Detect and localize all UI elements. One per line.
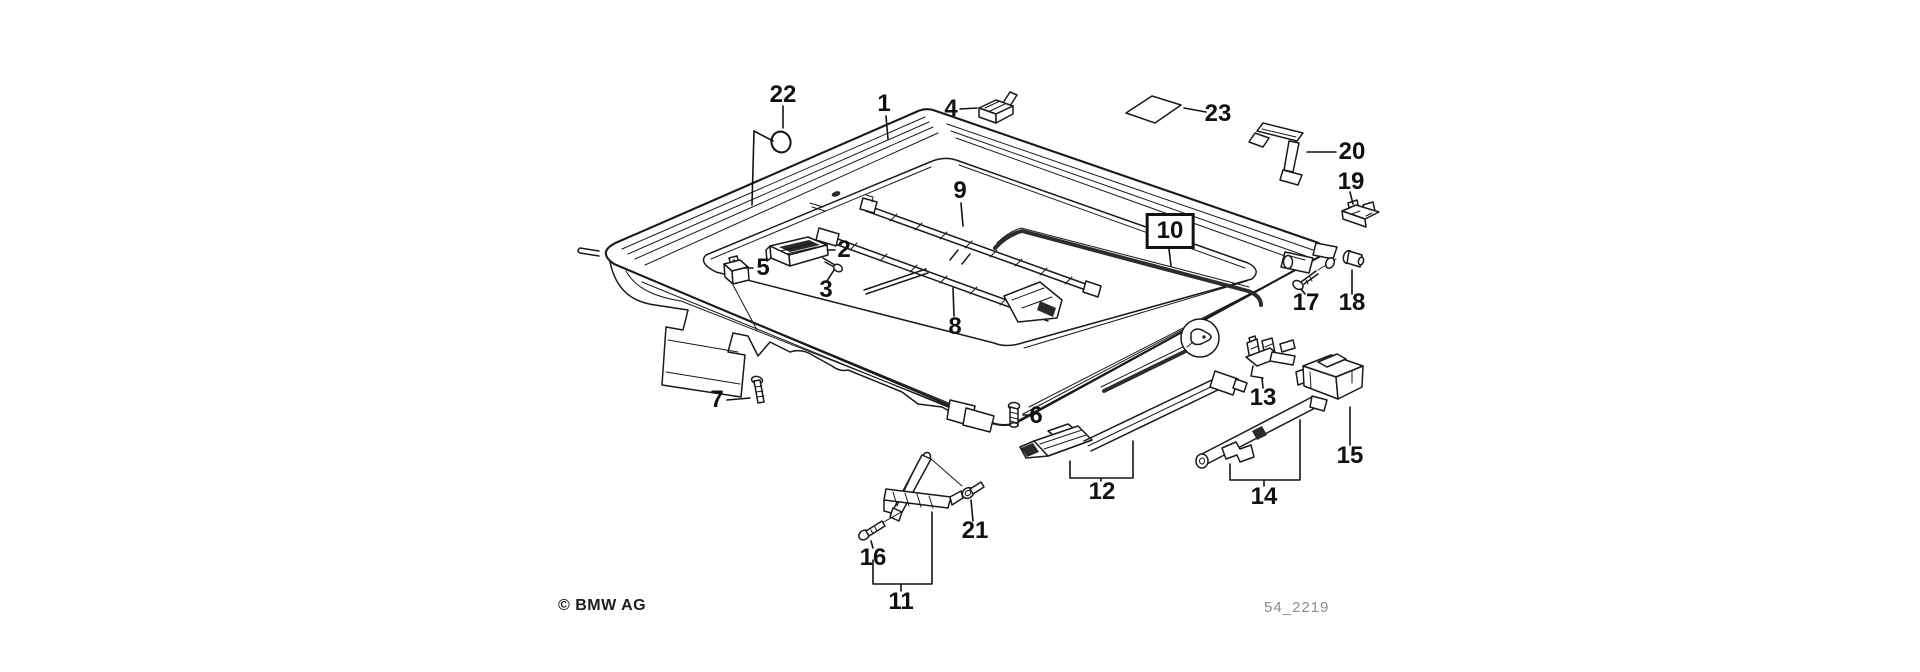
rail-8 — [815, 227, 1063, 323]
screw-16 — [858, 520, 886, 541]
screw-6 — [1007, 401, 1021, 428]
copyright-text: © BMW AG — [558, 597, 647, 614]
corner-hinge — [1280, 242, 1338, 274]
callout-19[interactable]: 19 — [1337, 168, 1365, 195]
slider-assembly-12 — [1019, 370, 1248, 459]
callout-20[interactable]: 20 — [1338, 138, 1366, 165]
clip-5 — [723, 255, 758, 331]
callout-4[interactable]: 4 — [944, 95, 958, 122]
bracket-13 — [1245, 335, 1296, 379]
clip-4 — [978, 91, 1018, 124]
rail-9 — [859, 194, 1102, 298]
screw-7 — [750, 375, 765, 404]
clip-19 — [1341, 199, 1380, 228]
cap-22 — [770, 130, 792, 154]
screw-21 — [961, 481, 985, 500]
screw-17 — [1292, 256, 1337, 291]
callout-15[interactable]: 15 — [1336, 442, 1364, 469]
callout-1[interactable]: 1 — [877, 90, 891, 117]
housing-15 — [1295, 353, 1364, 400]
callout-14[interactable]: 14 — [1250, 483, 1278, 510]
pad-23 — [1125, 95, 1182, 124]
callout-13[interactable]: 13 — [1249, 384, 1277, 411]
channel-strip — [1100, 344, 1192, 393]
callout-9[interactable]: 9 — [953, 177, 967, 204]
leader-lines — [726, 105, 1354, 592]
callout-12[interactable]: 12 — [1088, 478, 1116, 505]
bracket-20 — [1248, 122, 1304, 186]
glide-shoe-2 — [765, 236, 829, 267]
callout-7[interactable]: 7 — [710, 386, 724, 413]
callout-5[interactable]: 5 — [756, 254, 770, 281]
magnifier-detail — [1180, 318, 1220, 358]
callout-2[interactable]: 2 — [837, 236, 851, 263]
seal-strip-10 — [993, 227, 1263, 307]
callout-21[interactable]: 21 — [961, 517, 989, 544]
callout-18[interactable]: 18 — [1338, 289, 1366, 316]
callout-6[interactable]: 6 — [1029, 402, 1043, 429]
callout-3[interactable]: 3 — [819, 276, 833, 303]
lever-assembly-11 — [881, 451, 964, 524]
strut-14 — [1195, 395, 1328, 469]
plug-18 — [1342, 249, 1365, 268]
callout-22[interactable]: 22 — [769, 81, 797, 108]
callout-23[interactable]: 23 — [1204, 100, 1232, 127]
callout-8[interactable]: 8 — [948, 313, 962, 340]
callout-11[interactable]: 11 — [888, 588, 914, 615]
frame-outline — [577, 108, 1326, 427]
callout-17[interactable]: 17 — [1292, 289, 1320, 316]
screw-3 — [822, 257, 844, 273]
callout-16[interactable]: 16 — [859, 544, 887, 571]
callout-10[interactable]: 10 — [1145, 213, 1195, 249]
frame-apron — [609, 261, 995, 433]
diagram-code-text: 54_2219 — [1264, 599, 1330, 616]
